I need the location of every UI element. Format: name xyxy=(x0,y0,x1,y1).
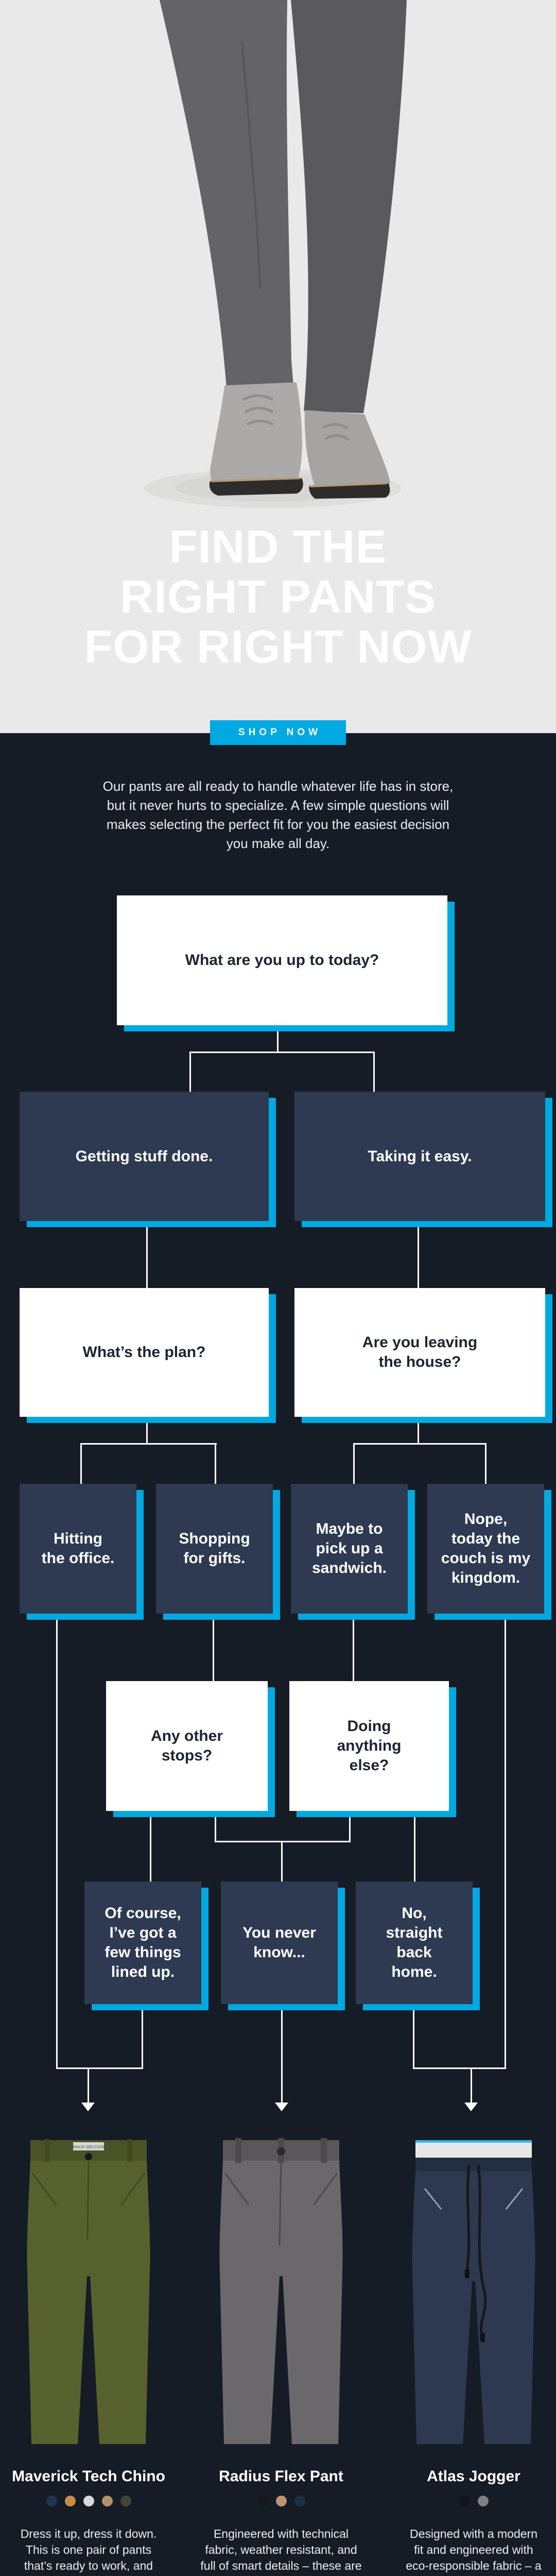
connector-line xyxy=(281,2004,283,2103)
connector-line xyxy=(189,1052,191,1093)
connector-line xyxy=(414,1811,415,1883)
connector-line xyxy=(281,1842,283,1883)
connector-line xyxy=(56,1614,58,2069)
arrow-down-icon xyxy=(275,2103,288,2111)
color-swatch[interactable] xyxy=(459,2496,470,2506)
connector-line xyxy=(349,1811,351,1842)
color-swatch[interactable] xyxy=(294,2496,305,2506)
connector-line xyxy=(413,2004,414,2069)
color-swatch[interactable] xyxy=(83,2496,94,2506)
connector-line xyxy=(150,1811,151,1883)
connector-line xyxy=(142,2004,143,2069)
product-name: Atlas Jogger xyxy=(427,2468,520,2485)
connector-line xyxy=(353,1443,355,1485)
connector-line xyxy=(471,2069,472,2103)
connector-line xyxy=(146,1417,148,1445)
color-swatch[interactable] xyxy=(257,2496,268,2506)
hero-legs-photo xyxy=(144,0,407,508)
color-swatches xyxy=(194,2496,369,2506)
connector-line xyxy=(215,1443,216,1485)
svg-text:MACK WELDON: MACK WELDON xyxy=(73,2145,105,2149)
connector-line xyxy=(277,1025,279,1053)
color-swatches xyxy=(1,2496,176,2506)
flow-box-whats-the-plan: What’s the plan? xyxy=(20,1288,269,1417)
flow-box-label: Getting stuff done. xyxy=(75,1147,213,1165)
connector-line xyxy=(373,1052,375,1093)
product-description: Dress it up, dress it down.This is one p… xyxy=(20,2527,157,2576)
connector-line xyxy=(215,1811,216,1842)
connector-line xyxy=(353,1443,486,1445)
color-swatch[interactable] xyxy=(477,2496,489,2506)
connector-line xyxy=(413,2067,506,2069)
connector-line xyxy=(88,2069,89,2103)
connector-line xyxy=(505,1614,506,2069)
flow-box-label: Taking it easy. xyxy=(368,1147,472,1165)
product-name: Radius Flex Pant xyxy=(219,2468,343,2485)
connector-line xyxy=(80,1443,82,1485)
connector-line xyxy=(189,1052,375,1053)
connector-line xyxy=(213,1614,214,1682)
connector-line xyxy=(56,2067,143,2069)
connector-line xyxy=(353,1614,354,1682)
flow-box-getting-stuff-done: Getting stuff done. xyxy=(20,1092,269,1221)
connector-line xyxy=(146,1221,148,1289)
color-swatch[interactable] xyxy=(46,2496,57,2506)
flow-box-label: What are you up to today? xyxy=(185,952,379,969)
radius-flex-pant-image xyxy=(219,2138,343,2444)
flow-box-what-are-you-up-to: What are you up to today? xyxy=(117,895,447,1025)
arrow-down-icon xyxy=(464,2103,478,2111)
product-name: Maverick Tech Chino xyxy=(12,2468,165,2485)
color-swatch[interactable] xyxy=(64,2496,76,2506)
connector-line xyxy=(418,1417,419,1445)
hero-shop-now-button[interactable]: SHOP NOW xyxy=(210,720,346,745)
intro-paragraph: Our pants are all ready to handle whatev… xyxy=(102,778,454,851)
connector-line xyxy=(418,1221,419,1289)
color-swatch[interactable] xyxy=(120,2496,131,2506)
color-swatch[interactable] xyxy=(101,2496,113,2506)
connector-line xyxy=(80,1443,217,1445)
color-swatches xyxy=(386,2496,556,2506)
color-swatch[interactable] xyxy=(275,2496,287,2506)
arrow-down-icon xyxy=(81,2103,95,2111)
maverick-tech-chino-image: MACK WELDON xyxy=(27,2139,150,2444)
connector-line xyxy=(215,1841,351,1842)
flow-box-label: What’s the plan? xyxy=(82,1344,206,1361)
atlas-jogger-image xyxy=(412,2140,535,2444)
connector-line xyxy=(485,1443,486,1485)
flow-box-taking-it-easy: Taking it easy. xyxy=(294,1092,545,1221)
